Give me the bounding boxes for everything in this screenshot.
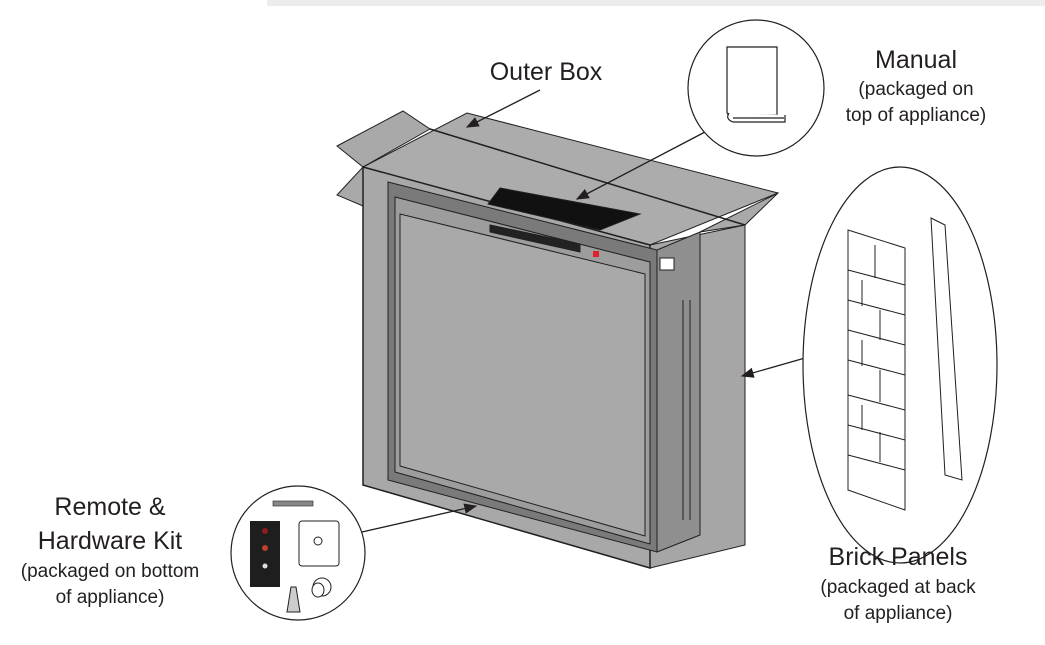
brick-title: Brick Panels	[828, 543, 968, 571]
top-scroll-edge	[267, 0, 1045, 6]
manual-note-1: (packaged on	[858, 79, 974, 100]
manual-arrow	[575, 131, 706, 200]
remote-title-2: Hardware Kit	[37, 527, 183, 555]
remote-hardware-callout	[230, 485, 366, 621]
connector-icon	[311, 577, 332, 598]
screw-icon	[272, 500, 314, 507]
wire-nut-icon	[286, 586, 301, 613]
remote-icon	[250, 521, 280, 587]
brick-arrow	[740, 357, 806, 378]
brick-note-1: (packaged at back	[820, 577, 976, 598]
remote-note-1: (packaged on bottom	[20, 561, 200, 582]
manual-callout	[687, 19, 825, 157]
fireplace	[387, 181, 701, 553]
remote-arrow	[361, 503, 478, 533]
brick-panel-icon	[847, 217, 963, 511]
mounting-plate-icon	[298, 520, 340, 567]
top-vent	[487, 187, 642, 231]
brick-note-2: of appliance)	[843, 603, 953, 624]
manual-note-2: top of appliance)	[845, 105, 987, 126]
outer-box-label: Outer Box	[489, 58, 603, 86]
power-indicator	[593, 251, 599, 257]
book-icon	[726, 46, 786, 123]
remote-note-2: of appliance)	[55, 587, 165, 608]
outer-box-arrow	[465, 89, 541, 128]
brick-panels-callout	[802, 166, 998, 564]
manual-title: Manual	[875, 46, 957, 74]
remote-title-1: Remote &	[54, 493, 166, 521]
